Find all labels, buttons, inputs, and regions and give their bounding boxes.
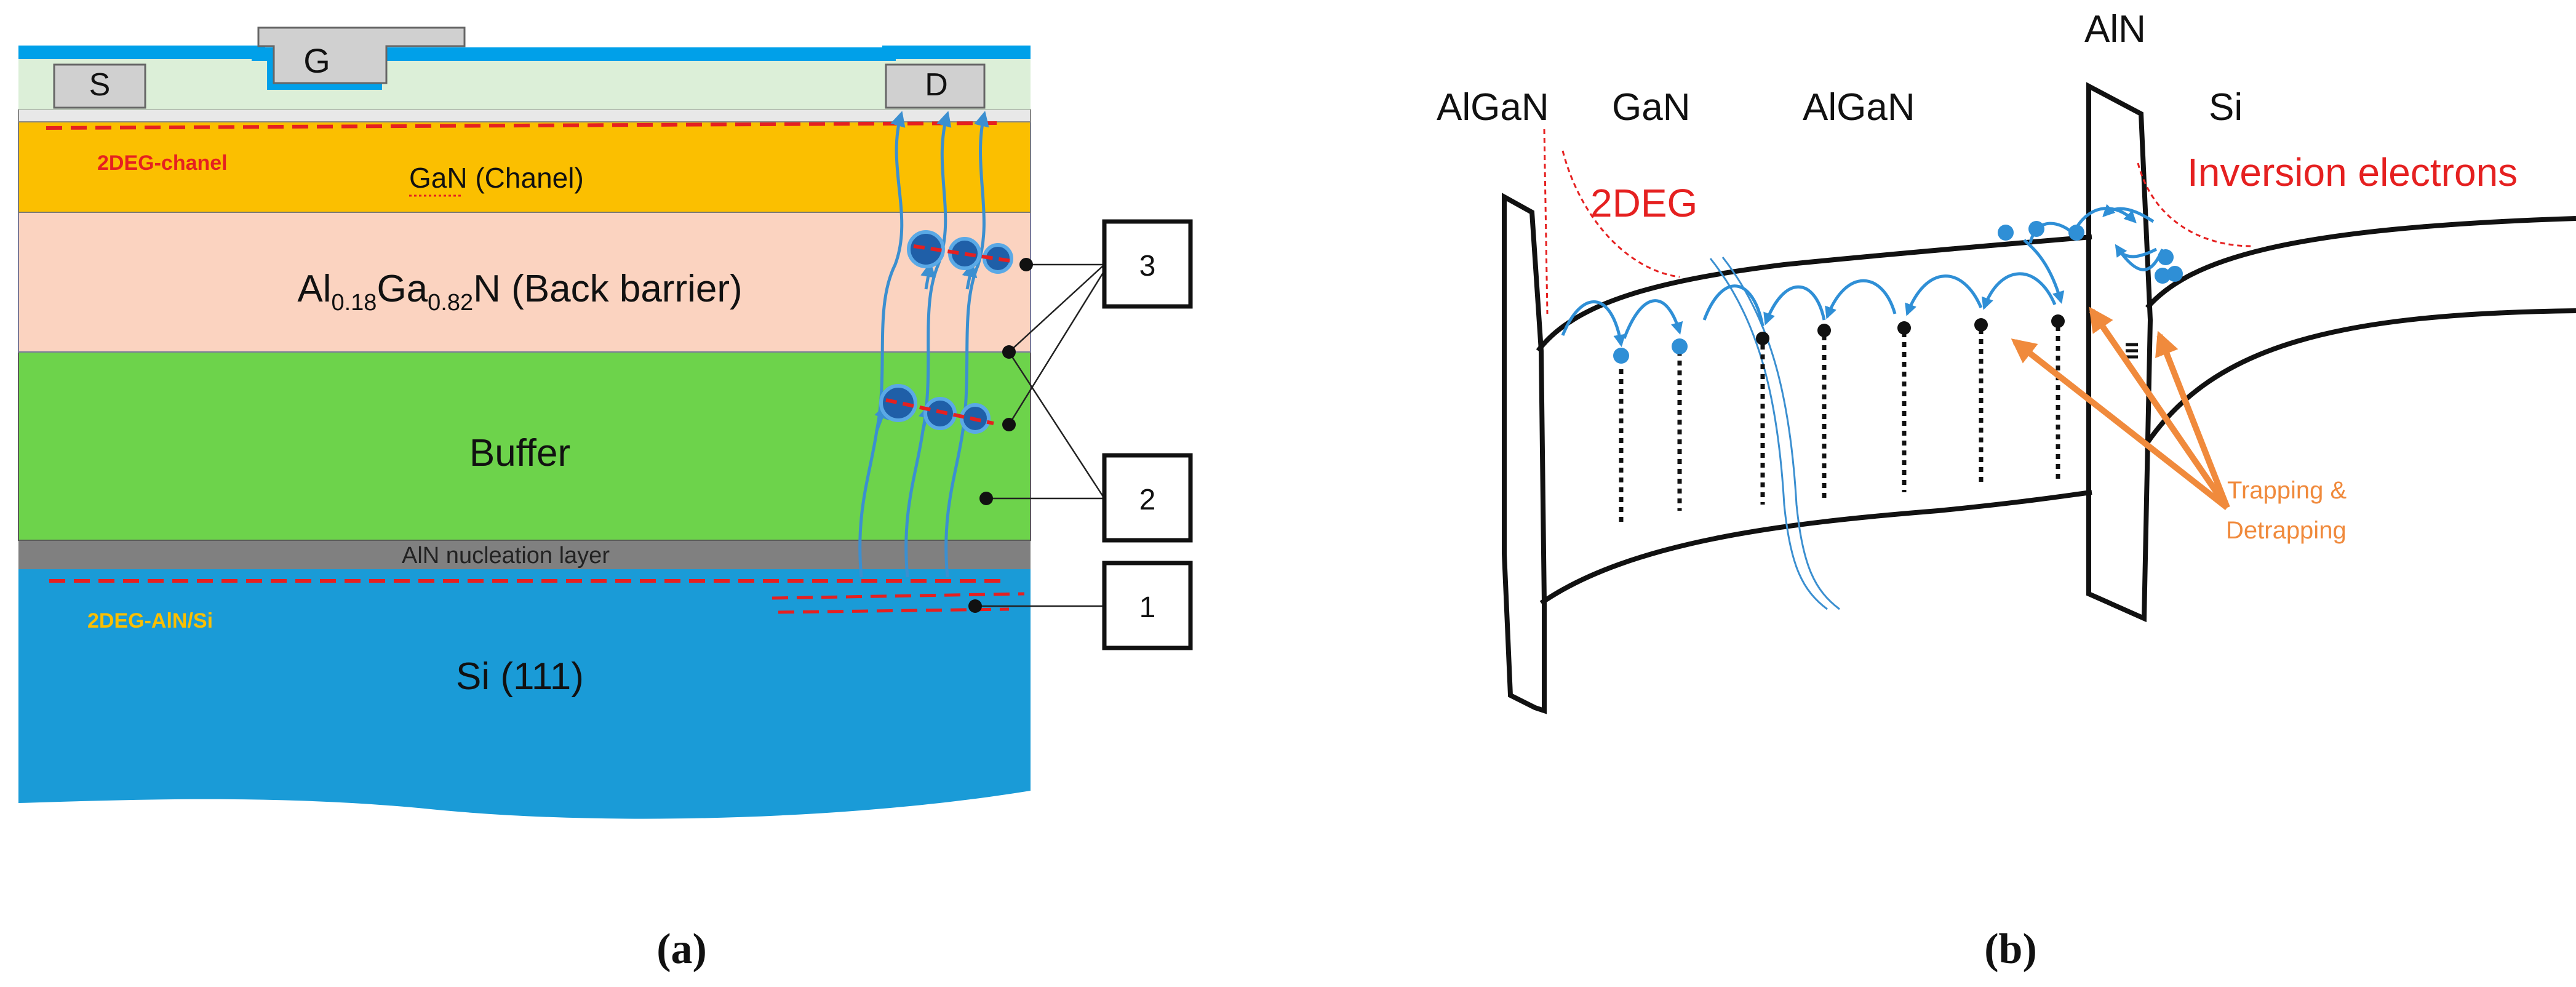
channel-2deg-dashed-line [46, 121, 997, 130]
boundary-lines [1709, 257, 1840, 610]
drain-label: D [925, 67, 948, 103]
label-inversion-electrons: Inversion electrons [2187, 150, 2518, 194]
label-algan-left: AlGaN [1437, 86, 1549, 129]
electrons [1613, 221, 2183, 364]
callout-lines [975, 263, 1106, 607]
label-aln: AlN [2084, 8, 2146, 50]
label-si: Si [2209, 86, 2243, 129]
callout-3: 3 [1139, 250, 1156, 282]
red-guide-lines [1543, 129, 2252, 314]
top-barrier-strip [18, 109, 1031, 122]
trapping-arrows [2011, 306, 2230, 510]
aln-trap-ticks [2126, 343, 2138, 359]
trap-dotted-lines [1619, 326, 2060, 523]
callout-2: 2 [1139, 484, 1156, 516]
label-gan: GaN [1612, 86, 1690, 129]
label-algan-mid: AlGaN [1803, 86, 1915, 129]
trapped-electrons [1756, 314, 2065, 345]
traps-buffer [879, 384, 994, 434]
label-trapping: Trapping & [2227, 477, 2347, 504]
callout-dots [968, 258, 1033, 613]
panel-b: AlGaN GaN AlGaN AlN Si 2DEG Inversion el… [1437, 8, 2576, 973]
passivation-fill [18, 58, 1031, 110]
aln-right-barrier [2086, 82, 2153, 623]
caption-b: (b) [1984, 925, 2037, 973]
si-band-upper [2145, 216, 2576, 310]
nucleation-label: AlN nucleation layer [402, 543, 610, 569]
algan-left-barrier [1502, 193, 1547, 714]
aln-si-dash-extra-1 [772, 592, 1025, 600]
gate-label: G [303, 41, 330, 80]
electron-hops [1561, 204, 2164, 347]
aln-si-dash-extra-2 [778, 607, 1010, 614]
gate-contact [257, 26, 466, 84]
conduction-band-top [1536, 234, 2092, 353]
source-label: S [89, 67, 111, 103]
source-contact [53, 63, 146, 109]
si-substrate-layer [18, 569, 1031, 819]
aln-si-2deg-label: 2DEG-AlN/Si [87, 609, 213, 633]
back-barrier-label: Al0.18Ga0.82N (Back barrier) [297, 268, 742, 316]
gan-channel-label: GaN (Chanel) [409, 162, 584, 194]
drain-contact [885, 63, 986, 109]
buffer-label: Buffer [469, 432, 570, 474]
caption-a: (a) [656, 925, 707, 973]
substrate-label: Si (111) [456, 655, 584, 698]
gan-channel-layer [18, 121, 1031, 213]
si-band-lower [2145, 308, 2576, 445]
label-2deg: 2DEG [1590, 181, 1697, 225]
traps-back-barrier [907, 230, 1016, 274]
callout-boxes [1102, 219, 1193, 650]
callout-1: 1 [1139, 591, 1156, 624]
label-detrapping: Detrapping [2226, 517, 2347, 544]
channel-2deg-label: 2DEG-chanel [97, 151, 228, 175]
panel-a: S G D 2DEG-chanel GaN (Chanel) Al0.18Ga0… [18, 26, 1193, 973]
back-barrier-layer [18, 212, 1031, 353]
valence-band [1539, 490, 2092, 605]
